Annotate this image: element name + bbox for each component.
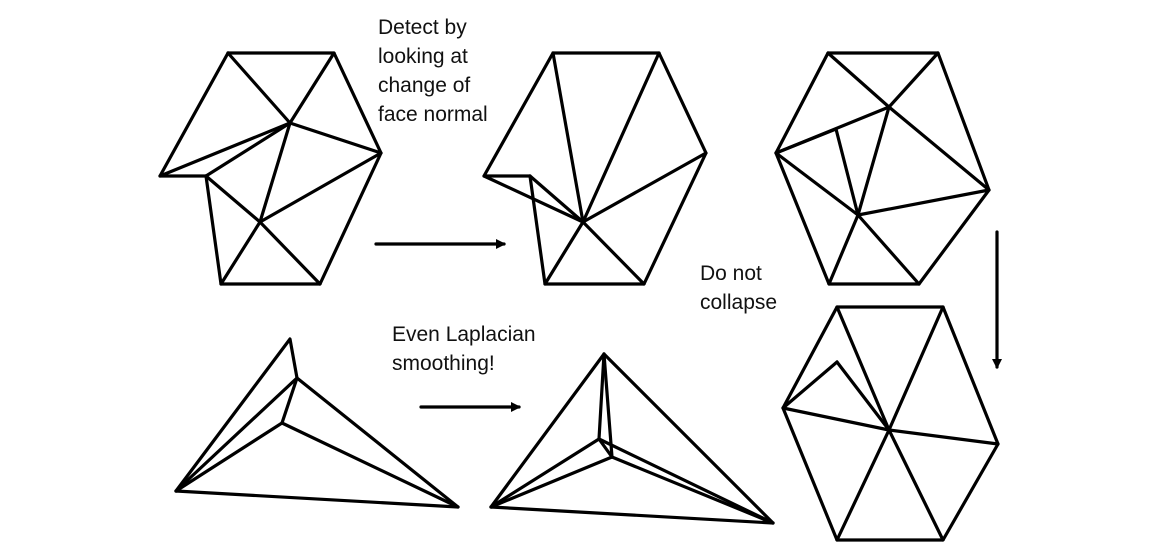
mesh-folded-left: [174, 337, 460, 509]
annotation-detect-line: Detect by: [378, 16, 467, 39]
annotation-laplacian-line: Even Laplacian: [392, 323, 536, 346]
annotation-detect: Detect by looking at change of face norm…: [378, 13, 488, 129]
annotation-collapse: Do not collapse: [700, 259, 777, 317]
mesh-folded-middle: [489, 352, 775, 525]
annotation-detect-line: looking at: [378, 45, 468, 68]
mesh-collapsed: [482, 51, 708, 286]
mesh-smoothed: [781, 305, 1000, 542]
mesh-kept: [774, 51, 991, 286]
mesh-original: [158, 51, 383, 286]
annotation-laplacian: Even Laplacian smoothing!: [392, 320, 536, 378]
annotation-laplacian-line: smoothing!: [392, 352, 495, 375]
annotation-detect-line: change of: [378, 74, 471, 97]
annotation-detect-line: face normal: [378, 103, 488, 126]
annotation-collapse-line: Do not: [700, 262, 762, 285]
annotation-collapse-line: collapse: [700, 291, 778, 314]
